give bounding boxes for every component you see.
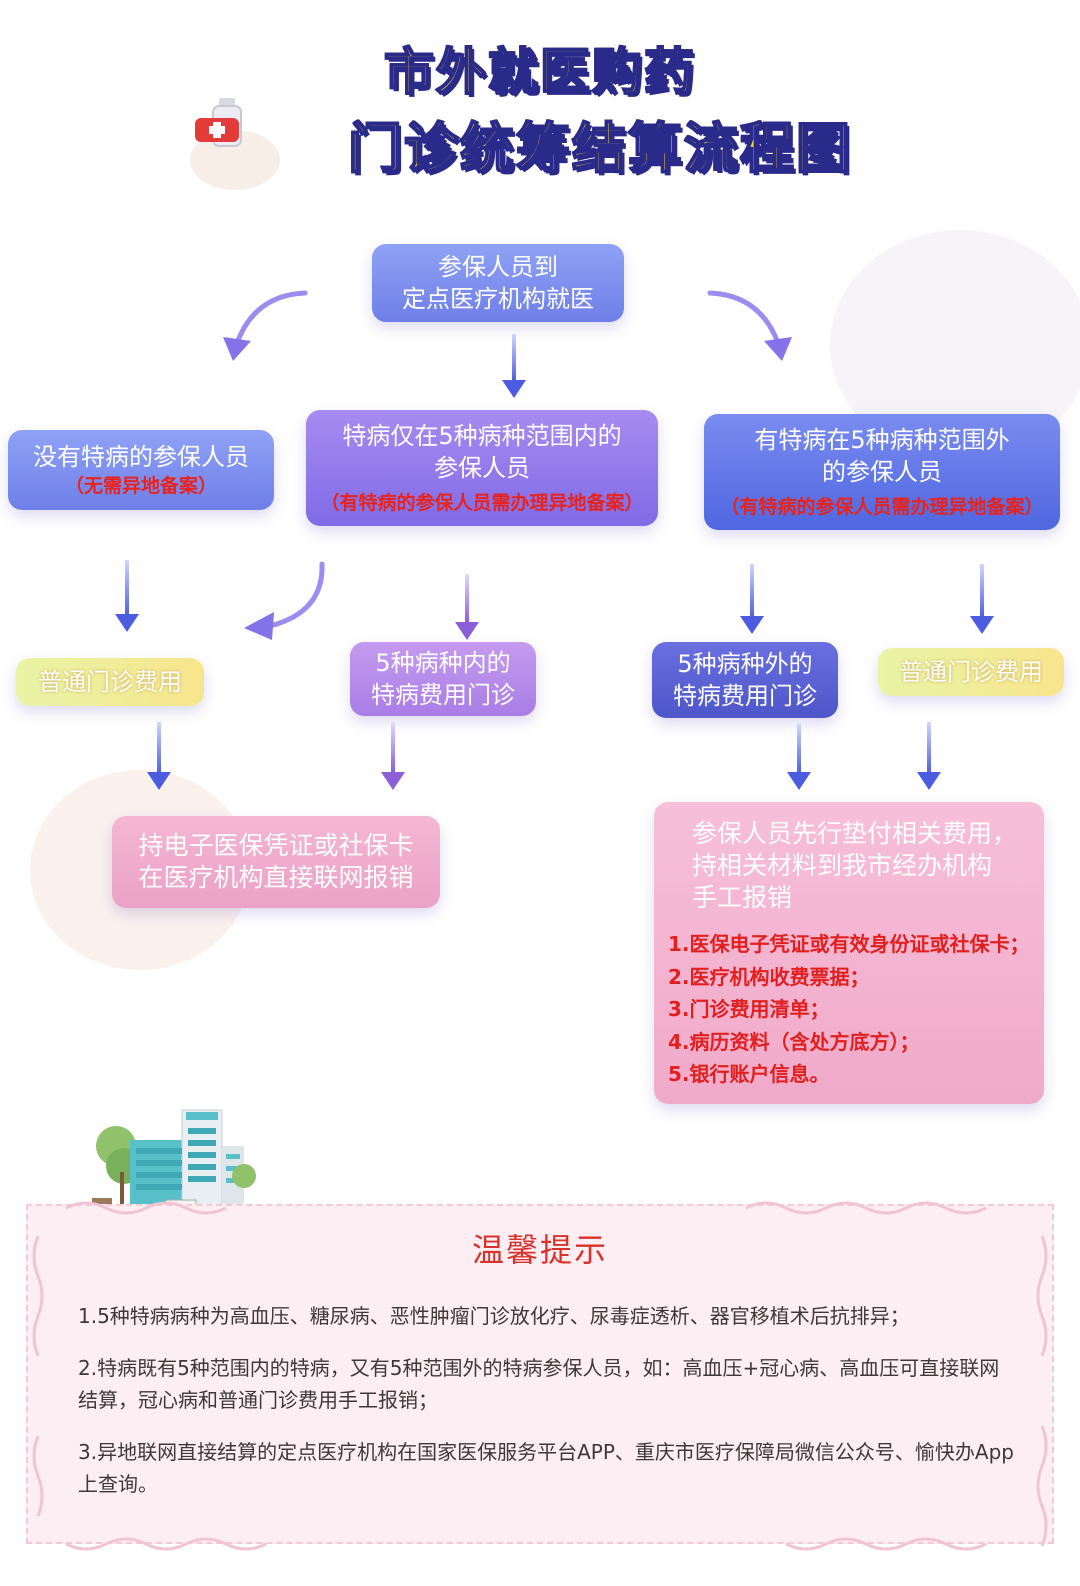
out5-line-2: 特病费用门诊 xyxy=(673,682,817,710)
direct-settlement-node: 持电子医保凭证或社保卡 在医疗机构直接联网报销 xyxy=(112,816,440,908)
tips-title: 温馨提示 xyxy=(471,1231,608,1269)
direct-line-2: 在医疗机构直接联网报销 xyxy=(138,863,414,892)
material-item: 3.门诊费用清单； xyxy=(668,997,830,1021)
arrow-down-head xyxy=(917,772,941,790)
general-fee-right-label: 普通门诊费用 xyxy=(899,658,1043,686)
arrow-down-head xyxy=(787,772,811,790)
special-out-node: 有特病在5种病种范围外 的参保人员 （有特病的参保人员需办理异地备案） xyxy=(704,414,1060,530)
arrow-down xyxy=(797,724,801,772)
arrow-down-head xyxy=(502,380,526,398)
direct-line-1: 持电子医保凭证或社保卡 xyxy=(138,831,414,860)
arrow-down xyxy=(125,560,129,614)
no-special-label: 没有特病的参保人员 xyxy=(33,443,249,471)
title-line-1: 市外就医购药 xyxy=(383,42,696,102)
special-in-note: （有特病的参保人员需办理异地备案） xyxy=(320,492,644,514)
general-fee-right: 普通门诊费用 xyxy=(878,648,1064,696)
material-item: 4.病历资料（含处方底方）； xyxy=(668,1029,920,1054)
arrow-down xyxy=(512,334,516,380)
arrow-down-head xyxy=(740,616,764,634)
special-out-line-2: 的参保人员 xyxy=(822,458,942,486)
manual-line-3: 手工报销 xyxy=(692,883,793,912)
manual-line-1: 参保人员先行垫付相关费用， xyxy=(692,819,1018,848)
curved-arrow-left xyxy=(223,290,308,361)
arrow-down-head xyxy=(115,614,139,632)
curved-arrow-left xyxy=(244,561,325,640)
start-line-1: 参保人员到 xyxy=(438,253,558,281)
arrow-down-head xyxy=(381,772,405,790)
special-out-line-1: 有特病在5种病种范围外 xyxy=(754,426,1010,454)
ornamental-border xyxy=(32,1201,1048,1551)
general-fee-left: 普通门诊费用 xyxy=(16,658,204,706)
arrow-down xyxy=(157,722,161,772)
no-special-note: （无需异地备案） xyxy=(64,475,217,497)
manual-reimbursement-node: 参保人员先行垫付相关费用， 持相关材料到我市经办机构 手工报销 xyxy=(654,802,1044,1104)
hospital-illustration xyxy=(89,1109,256,1220)
medical-kit-icon xyxy=(195,98,242,147)
out5-node: 5种病种外的 特病费用门诊 xyxy=(652,642,838,718)
no-special-node: 没有特病的参保人员 （无需异地备案） xyxy=(8,430,274,510)
arrow-down xyxy=(391,722,395,772)
tip-item: 3.异地联网直接结算的定点医疗机构在国家医保服务平台APP、重庆市医疗保障局微信… xyxy=(78,1440,1014,1496)
special-in-line-1: 特病仅在5种病种范围内的 xyxy=(342,422,622,450)
in5-line-1: 5种病种内的 xyxy=(375,649,511,677)
general-fee-left-label: 普通门诊费用 xyxy=(38,668,182,696)
special-out-note: （有特病的参保人员需办理异地备案） xyxy=(720,496,1044,518)
tip-item: 1.5种特病病种为高血压、糖尿病、恶性肿瘤门诊放化疗、尿毒症透析、器官移植术后抗… xyxy=(78,1304,910,1328)
curved-arrow-right xyxy=(707,290,792,361)
material-item: 5.银行账户信息。 xyxy=(668,1062,830,1086)
tip-item: 2.特病既有5种范围内的特病，又有5种范围外的特病参保人员，如：高血压+冠心病、… xyxy=(78,1356,1000,1412)
arrow-down-head xyxy=(455,622,479,640)
title-line-2: 门诊统筹结算流程图 xyxy=(347,116,852,181)
arrow-down xyxy=(980,564,984,616)
in5-line-2: 特病费用门诊 xyxy=(371,681,515,709)
material-item: 1.医保电子凭证或有效身份证或社保卡； xyxy=(668,932,1030,956)
special-in-node: 特病仅在5种病种范围内的 参保人员 （有特病的参保人员需办理异地备案） xyxy=(306,410,658,526)
arrow-down xyxy=(465,574,469,622)
special-in-line-2: 参保人员 xyxy=(434,454,530,482)
material-item: 2.医疗机构收费票据； xyxy=(668,964,870,989)
materials-list: 1.医保电子凭证或有效身份证或社保卡； 2.医疗机构收费票据； 3.门诊费用清单… xyxy=(668,928,1048,1091)
start-line-2: 定点医疗机构就医 xyxy=(402,285,594,313)
tips-panel xyxy=(26,1204,1054,1544)
arrow-down-head xyxy=(970,616,994,634)
arrow-down-head xyxy=(147,772,171,790)
arrow-down xyxy=(750,564,754,616)
start-node: 参保人员到 定点医疗机构就医 xyxy=(372,244,624,322)
in5-node: 5种病种内的 特病费用门诊 xyxy=(350,642,536,716)
out5-line-1: 5种病种外的 xyxy=(677,650,813,678)
arrow-down xyxy=(927,722,931,772)
manual-line-2: 持相关材料到我市经办机构 xyxy=(692,851,993,880)
